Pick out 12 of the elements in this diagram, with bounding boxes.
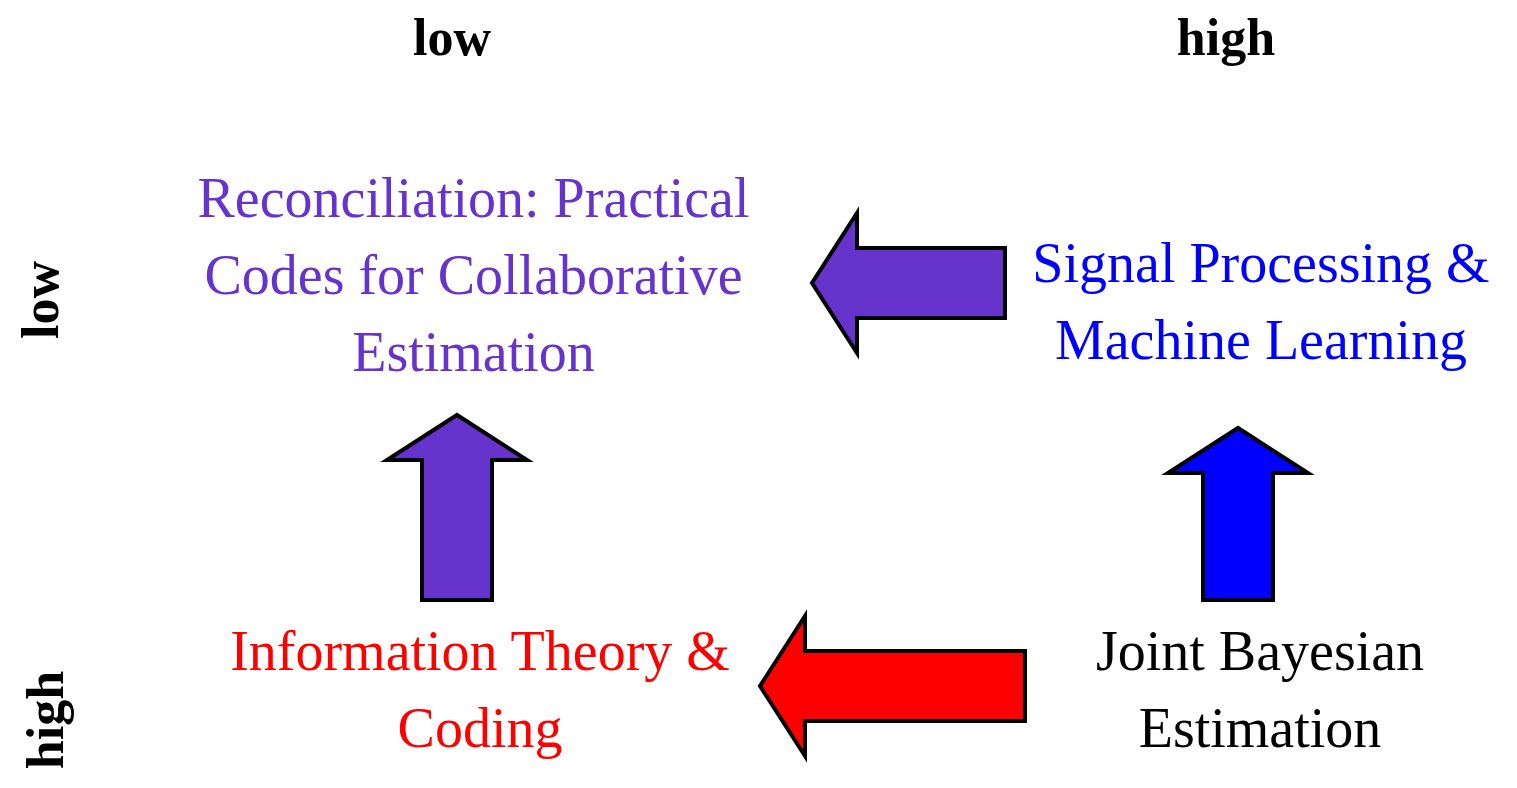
- axis-label: high: [1176, 7, 1276, 67]
- axis-label: low: [10, 261, 70, 339]
- topic-label: Reconciliation: Practical Codes for Collaborative Estimation: [196, 166, 751, 385]
- block-arrow: [809, 206, 1007, 360]
- axis-label: low: [413, 7, 491, 67]
- topic-label: Signal Processing & Machine Learning: [1031, 230, 1491, 373]
- axis-label: high: [15, 670, 75, 770]
- topic-label: Joint Bayesian Estimation: [1094, 619, 1426, 761]
- block-arrow: [1161, 425, 1315, 602]
- block-arrow: [757, 609, 1027, 763]
- topic-label: Information Theory & Coding: [229, 619, 731, 761]
- block-arrow: [380, 412, 534, 602]
